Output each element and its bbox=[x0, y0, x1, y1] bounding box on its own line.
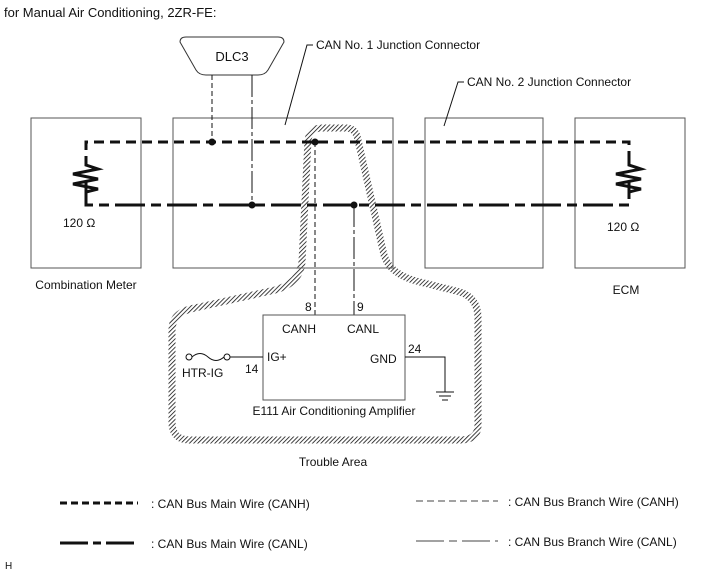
trouble-area-outline bbox=[168, 124, 482, 444]
trouble-area-label: Trouble Area bbox=[299, 455, 368, 469]
amplifier-label: E111 Air Conditioning Amplifier bbox=[253, 404, 416, 418]
legend-branch-canh-label: : CAN Bus Branch Wire (CANH) bbox=[508, 495, 679, 509]
gnd-wire bbox=[405, 356, 446, 392]
footer-mark: H bbox=[5, 561, 12, 572]
junction-connector-1-label: CAN No. 1 Junction Connector bbox=[316, 38, 480, 52]
combination-meter-box bbox=[30, 117, 142, 269]
can-main-wire-canl bbox=[84, 182, 631, 207]
canh-pin-label: CANH bbox=[282, 322, 316, 336]
legend-main-canh-label: : CAN Bus Main Wire (CANH) bbox=[151, 497, 310, 511]
ig-pin-label: IG+ bbox=[267, 350, 287, 364]
diagram-title: for Manual Air Conditioning, 2ZR-FE: bbox=[4, 5, 216, 20]
ig-pin-number: 14 bbox=[245, 362, 259, 376]
dlc3-connector-shape bbox=[179, 36, 285, 76]
canl-pin-number: 9 bbox=[357, 300, 364, 314]
junction-connector-1-box bbox=[172, 117, 394, 269]
gnd-pin-label: GND bbox=[370, 352, 397, 366]
junction-dot bbox=[208, 138, 216, 146]
resistor-right-label: 120 Ω bbox=[607, 220, 639, 234]
resistor-left-icon bbox=[72, 160, 104, 196]
gnd-pin-number: 24 bbox=[408, 342, 422, 356]
can-main-wire-canh bbox=[84, 140, 631, 166]
ground-icon bbox=[436, 391, 454, 401]
legend-branch-canl-label: : CAN Bus Branch Wire (CANL) bbox=[508, 535, 677, 549]
canl-pin-label: CANL bbox=[347, 322, 379, 336]
ecm-box bbox=[574, 117, 686, 269]
junction-dot bbox=[248, 201, 256, 209]
junction-connector-2-box bbox=[424, 117, 544, 269]
junction-2-leader bbox=[443, 81, 464, 127]
canh-pin-number: 8 bbox=[305, 300, 312, 314]
dlc3-label: DLC3 bbox=[215, 49, 248, 64]
resistor-left-label: 120 Ω bbox=[63, 216, 95, 230]
resistor-right-icon bbox=[615, 160, 647, 196]
fuse-icon bbox=[185, 353, 231, 361]
junction-1-leader bbox=[284, 44, 313, 126]
combination-meter-label: Combination Meter bbox=[35, 278, 136, 292]
ecm-label: ECM bbox=[613, 283, 640, 297]
fuse-label: HTR-IG bbox=[182, 366, 223, 380]
junction-connector-2-label: CAN No. 2 Junction Connector bbox=[467, 75, 631, 89]
legend-main-canl-label: : CAN Bus Main Wire (CANL) bbox=[151, 537, 308, 551]
legend: : CAN Bus Main Wire (CANH) : CAN Bus Mai… bbox=[60, 495, 679, 551]
